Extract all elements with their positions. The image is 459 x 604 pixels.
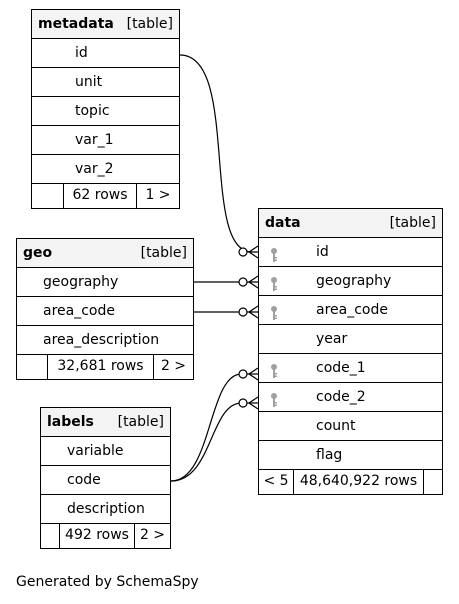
table-name: data [265,215,301,231]
children-link[interactable]: 2 > [160,358,187,374]
table-type: [table] [389,215,436,231]
table-header: metadata [table] [32,10,179,39]
table-metadata[interactable]: metadata [table] id unit topic var_1 var… [31,9,180,209]
column-name: unit [75,74,103,90]
children-link[interactable]: 2 > [139,527,166,543]
column-name: geography [316,273,392,289]
footer-parents [41,524,59,548]
column-name: code [67,472,101,488]
table-footer: 492 rows 2 > [41,524,170,548]
footer-parents [32,184,63,208]
table-name: geo [23,245,53,261]
column-row[interactable]: variable [41,437,170,466]
crowfoot-geography [247,275,259,289]
foreign-key-icon [269,274,279,291]
column-name: geography [43,274,119,290]
children-link[interactable]: 1 > [145,187,171,203]
column-row[interactable]: area_code [259,296,442,325]
footer-parents [17,355,47,379]
row-count: 48,640,922 rows [293,470,424,494]
column-row[interactable]: geography [259,267,442,296]
table-type: [table] [140,245,187,261]
column-row[interactable]: count [259,412,442,441]
table-labels[interactable]: labels [table] variable code description… [40,407,171,549]
column-name: year [316,331,348,347]
column-name: code_2 [316,389,366,405]
foreign-key-icon [269,390,279,407]
table-name: labels [47,414,94,430]
column-name: area_description [43,332,160,348]
no-key-slot [269,448,279,464]
table-geo[interactable]: geo [table] geography area_code area_des… [16,238,194,380]
column-name: code_1 [316,360,366,376]
edge-labels-code-to-data-code-1 [170,373,242,482]
column-row[interactable]: var_2 [32,155,179,184]
optional-marker-geography [238,277,248,287]
optional-marker-area-code [238,307,248,317]
foreign-key-icon [269,303,279,320]
column-name: var_2 [75,161,114,177]
table-name: metadata [38,16,114,32]
crowfoot-code-2 [247,396,259,410]
column-name: var_1 [75,132,114,148]
column-row[interactable]: code_2 [259,383,442,412]
row-count: 62 rows [63,184,137,208]
crowfoot-code-1 [247,367,259,381]
crowfoot-area-code [247,305,259,319]
column-row[interactable]: var_1 [32,126,179,155]
column-row[interactable]: area_description [17,326,193,355]
table-header: geo [table] [17,239,193,268]
crowfoot-id [247,245,259,259]
footer-children [424,470,442,494]
table-type: [table] [117,414,164,430]
column-row[interactable]: unit [32,68,179,97]
column-name: id [316,244,329,260]
foreign-key-icon [269,245,279,262]
table-footer: 32,681 rows 2 > [17,355,193,379]
column-row[interactable]: id [259,238,442,267]
column-row[interactable]: code [41,466,170,495]
column-name: id [75,45,88,61]
table-header: labels [table] [41,408,170,437]
column-row[interactable]: code_1 [259,354,442,383]
table-footer: < 5 48,640,922 rows [259,470,442,494]
column-name: area_code [43,303,115,319]
column-name: topic [75,103,110,119]
column-name: description [67,501,145,517]
column-name: variable [67,443,124,459]
optional-marker-code-1 [238,369,248,379]
edge-metadata-id-to-data-id [179,54,253,253]
column-row[interactable]: area_code [17,297,193,326]
table-type: [table] [126,16,173,32]
generator-caption: Generated by SchemaSpy [16,574,199,590]
table-data[interactable]: data [table] id geography area_code year… [258,208,443,495]
foreign-key-icon [269,361,279,378]
column-row[interactable]: year [259,325,442,354]
row-count: 32,681 rows [47,355,154,379]
column-name: count [316,418,356,434]
table-footer: 62 rows 1 > [32,184,179,208]
column-row[interactable]: topic [32,97,179,126]
no-key-slot [269,419,279,435]
column-row[interactable]: id [32,39,179,68]
column-row[interactable]: geography [17,268,193,297]
row-count: 492 rows [59,524,135,548]
edge-labels-code-to-data-code-2 [170,402,242,482]
column-row[interactable]: flag [259,441,442,470]
column-name: flag [316,447,343,463]
optional-marker-id [238,247,248,257]
parents-link[interactable]: < 5 [263,473,289,489]
optional-marker-code-2 [238,398,248,408]
table-header: data [table] [259,209,442,238]
no-key-slot [269,332,279,348]
column-row[interactable]: description [41,495,170,524]
column-name: area_code [316,302,388,318]
